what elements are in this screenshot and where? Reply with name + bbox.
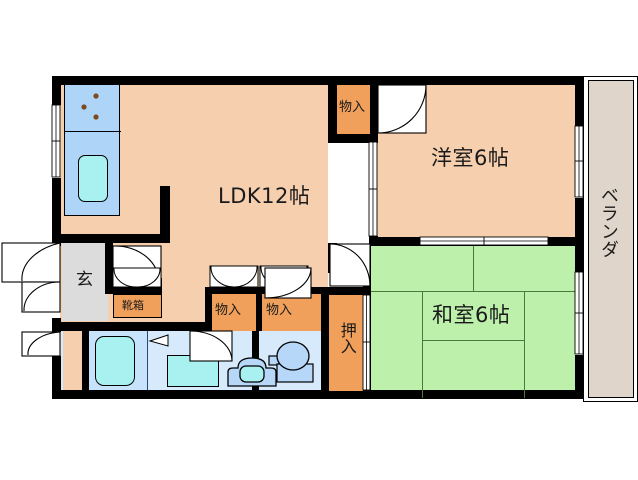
wall-top-left (52, 76, 328, 85)
shoe-box-fill (113, 294, 162, 318)
wall-ldk-western-partition (328, 76, 337, 142)
wall-toilet-right (321, 330, 329, 391)
kitchen-sink-icon (78, 155, 108, 202)
wall-water-room-top (52, 322, 328, 331)
room-label-western: 洋室6帖 (431, 146, 510, 170)
wall-left-mid (52, 178, 61, 246)
shoe-box-doors-icon[interactable] (112, 267, 163, 289)
wall-right-mid (575, 198, 584, 246)
wall-kitchen-partition-bottom (60, 234, 170, 243)
wall-oshiire-top (321, 287, 371, 295)
western-room-door-icon[interactable] (377, 84, 430, 135)
fusuma-sliding-door-icon[interactable] (419, 236, 550, 246)
tatami-line-5 (422, 340, 524, 341)
storage-label-oshiire: 押入 (337, 322, 357, 354)
closet-left-doors-icon[interactable] (209, 265, 260, 289)
balcony-window-bottom-icon[interactable] (574, 271, 584, 355)
wall-closet-mid-frame (256, 287, 262, 331)
wall-right-mid2 (575, 246, 584, 272)
storage-label-closet-left: 物入 (215, 303, 242, 318)
storage-label-closet-right: 物入 (266, 303, 293, 318)
room-label-japanese: 和室6帖 (432, 303, 511, 327)
closet-right-fill-edge (306, 294, 321, 331)
wall-genkan-right (105, 243, 113, 283)
western-sliding-door-icon[interactable] (368, 141, 378, 237)
wall-kitchen-partition (160, 186, 170, 243)
oshiire-fill (329, 295, 363, 391)
toilet-door-icon[interactable] (259, 267, 313, 320)
wall-right-upper (575, 76, 584, 126)
kitchen-window-icon[interactable] (51, 104, 61, 178)
bath-door-icon[interactable] (21, 331, 62, 358)
tatami-line-1 (473, 246, 474, 292)
room-label-balcony: ベランダ (597, 186, 619, 258)
room-balcony-floor (588, 80, 634, 398)
room-label-ldk: LDK12帖 (218, 184, 311, 208)
wall-shoebox-top (105, 287, 162, 294)
kitchen-counter-divider (64, 131, 121, 132)
wall-bath-left (82, 330, 89, 391)
japanese-room-entry-door-icon[interactable] (329, 243, 374, 290)
wall-closet-left-frame-l (205, 287, 212, 331)
washroom-divider-line (147, 331, 148, 390)
wall-right-lower (575, 355, 584, 399)
bathtub-icon (95, 336, 135, 386)
entrance-door-icon[interactable] (1, 242, 62, 321)
tatami-line-2 (371, 291, 575, 292)
wall-western-left-upper (369, 76, 378, 142)
wall-left-upper (52, 76, 61, 105)
water-room-left-strip (63, 330, 82, 398)
tatami-line-4 (524, 291, 525, 398)
storage-label-closet-top: 物入 (339, 100, 366, 115)
wall-left-bottom (52, 356, 61, 398)
pocket-door-marker-icon[interactable] (148, 334, 170, 348)
gas-stove-icon (64, 84, 120, 131)
wall-top-right (328, 76, 583, 85)
wall-oshiire-left (321, 287, 329, 331)
closet-right-fill (262, 294, 306, 331)
room-genkan-floor (62, 243, 108, 321)
closet-top-fill (337, 85, 370, 134)
oshiire-sliding-door-icon[interactable] (362, 294, 371, 391)
balcony-window-top-icon[interactable] (574, 125, 584, 198)
tatami-line-3 (422, 291, 423, 398)
room-label-genkan: 玄 (76, 270, 93, 290)
storage-label-shoe-box: 靴箱 (122, 299, 144, 312)
wall-closet-top-bottom (328, 134, 378, 143)
toilet-icon (265, 338, 317, 390)
wash-basin-icon (226, 352, 278, 388)
washroom-door-icon[interactable] (189, 330, 234, 367)
wall-bottom (52, 390, 575, 399)
closet-left-fill (212, 294, 256, 331)
